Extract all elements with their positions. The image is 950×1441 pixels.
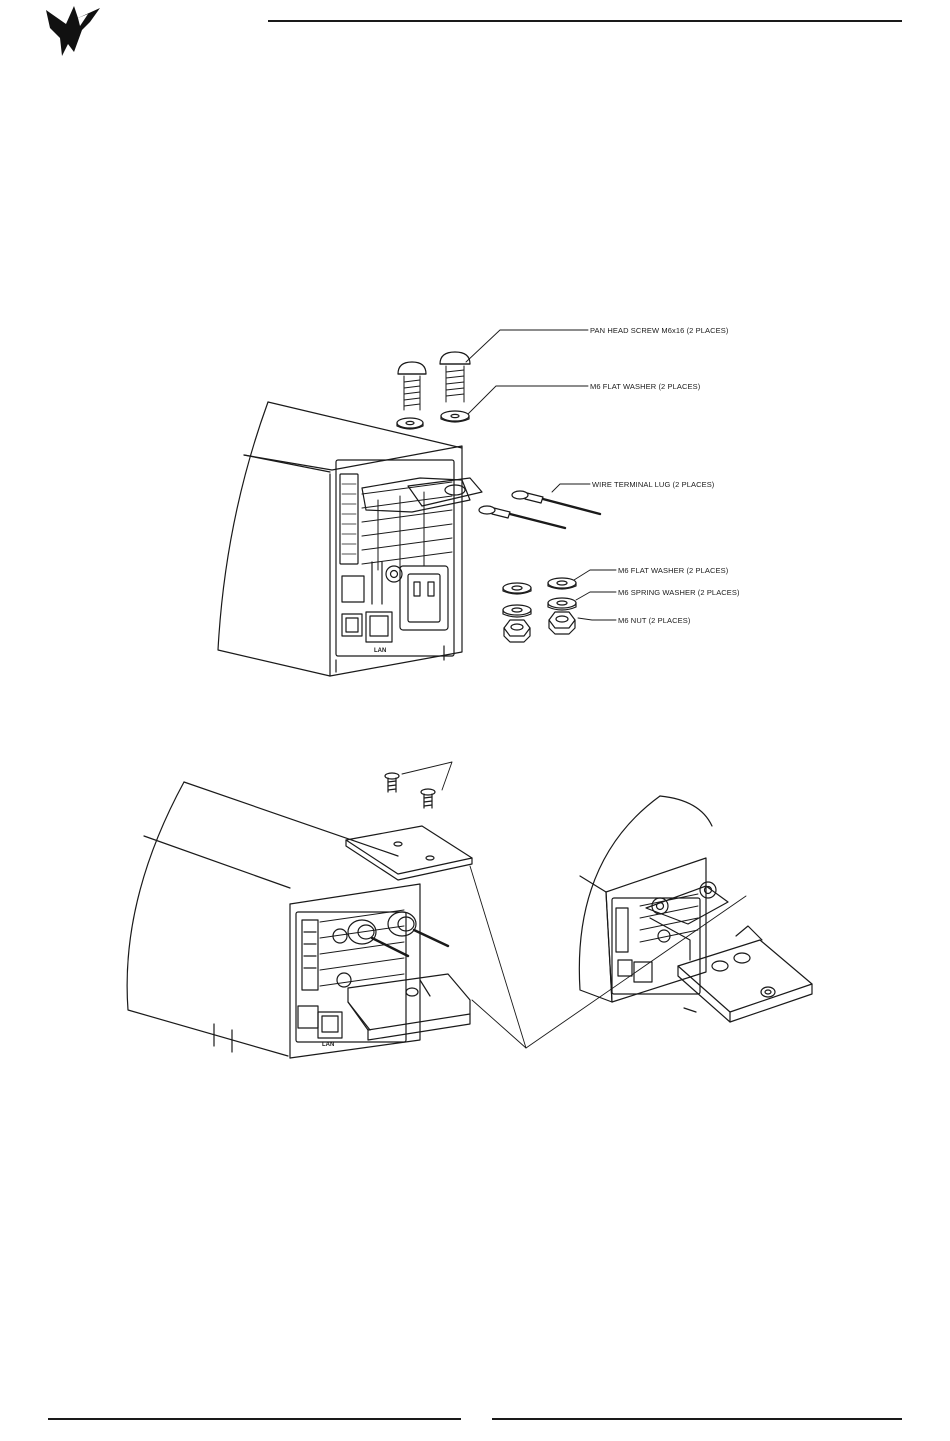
callout-wire-terminal-lug: WIRE TERMINAL LUG (2 PLACES)	[592, 480, 715, 489]
unit-cover-installed-view	[579, 796, 812, 1022]
callout-nut: M6 NUT (2 PLACES)	[618, 616, 691, 625]
washers-and-nuts	[503, 578, 576, 642]
panel-label-lan-top: LAN	[374, 648, 386, 654]
callout-pan-head-screw: PAN HEAD SCREW M6x16 (2 PLACES)	[590, 326, 729, 335]
callout-leaders-top	[466, 330, 616, 620]
wire-terminal-lugs	[479, 491, 600, 528]
panel-label-lan-bottom: LAN	[322, 1042, 334, 1048]
pan-head-screws	[398, 352, 470, 410]
callout-spring-washer: M6 SPRING WASHER (2 PLACES)	[618, 588, 740, 597]
unit-rear-view-top	[218, 402, 482, 676]
top-flat-washers	[397, 411, 469, 429]
footer-rule-left	[48, 1418, 461, 1420]
cover-screws	[385, 762, 452, 808]
terminal-cover-top	[346, 826, 472, 880]
terminal-cover-base	[348, 974, 470, 1040]
footer-rule-right	[492, 1418, 902, 1420]
callout-flat-washer-top: M6 FLAT WASHER (2 PLACES)	[590, 382, 701, 391]
callout-flat-washer-lower: M6 FLAT WASHER (2 PLACES)	[618, 566, 729, 575]
unit-with-cover-exploded	[127, 782, 448, 1058]
